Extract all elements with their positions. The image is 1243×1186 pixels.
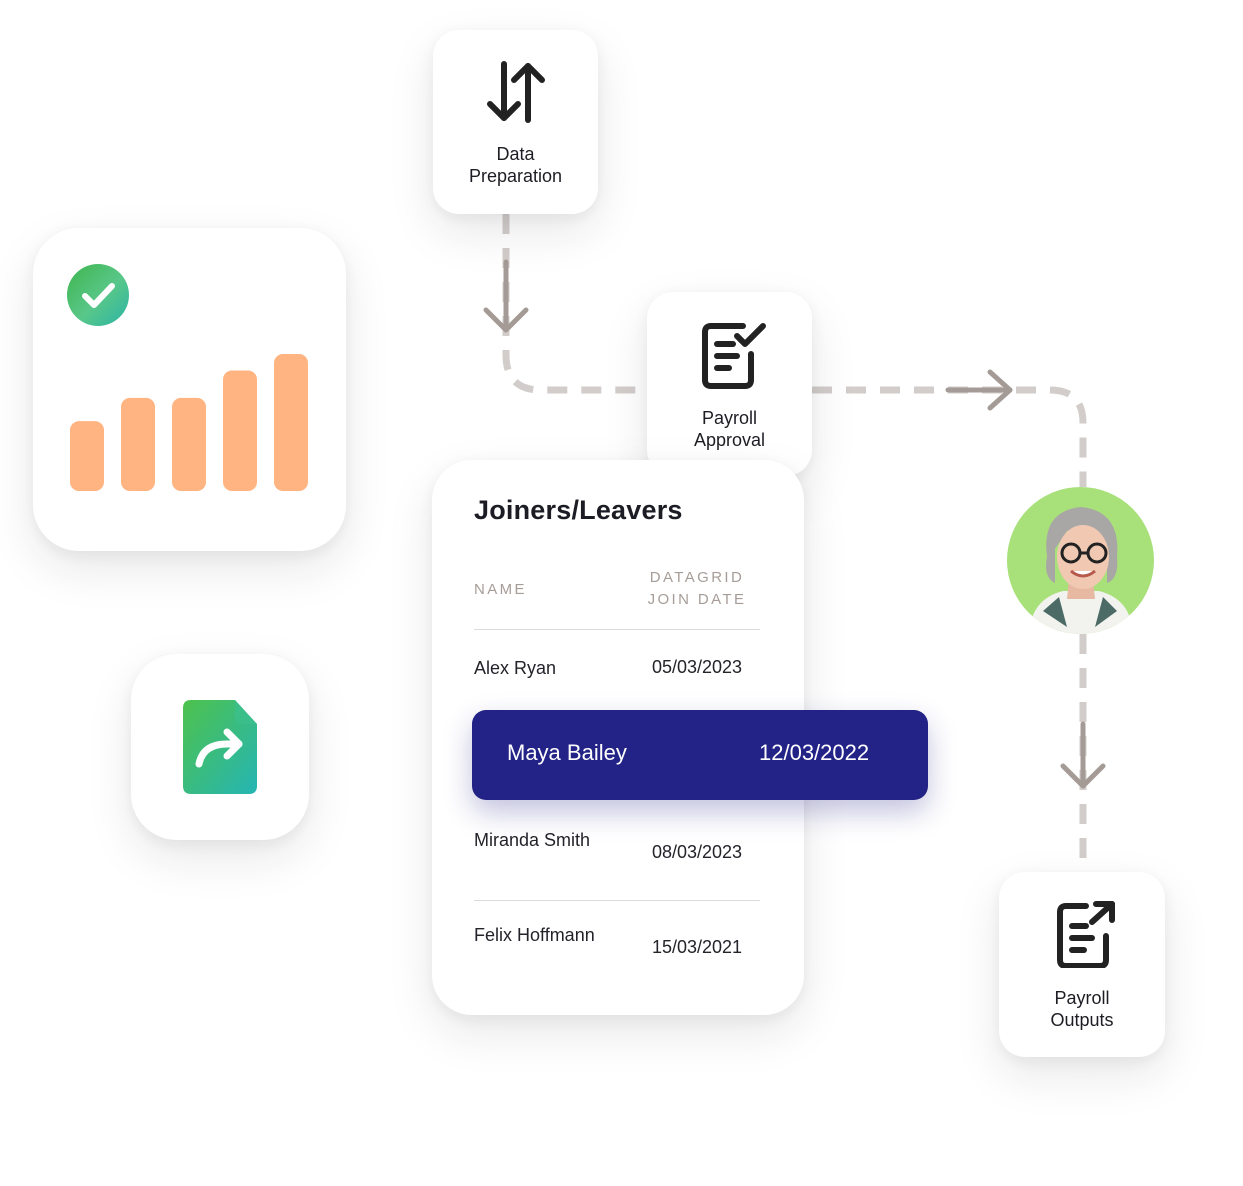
row-name[interactable]: Alex Ryan bbox=[474, 658, 557, 678]
user-avatar[interactable] bbox=[1007, 487, 1154, 634]
row-name[interactable]: Miranda Smith bbox=[474, 830, 591, 850]
row-date: 08/03/2023 bbox=[651, 842, 743, 862]
payroll-outputs-label: Payroll Outputs bbox=[1050, 988, 1114, 1030]
header-divider bbox=[474, 629, 760, 630]
check-circle-icon bbox=[67, 264, 129, 326]
arrow-right-icon bbox=[945, 369, 1013, 411]
table-title: Joiners/Leavers bbox=[474, 495, 683, 525]
connector-prep-to-approval bbox=[502, 214, 647, 394]
data-preparation-node[interactable]: Data Preparation bbox=[433, 30, 598, 214]
data-preparation-label: Data Preparation bbox=[468, 144, 563, 186]
row-divider bbox=[474, 900, 760, 901]
up-down-arrows-icon bbox=[486, 61, 545, 123]
chart-bar bbox=[274, 354, 308, 491]
selected-row-name: Maya Bailey bbox=[507, 740, 627, 765]
payroll-approval-node[interactable]: Payroll Approval bbox=[647, 292, 812, 476]
column-header-name[interactable]: NAME bbox=[474, 581, 527, 598]
chart-bar bbox=[223, 370, 257, 491]
row-date: 05/03/2023 bbox=[651, 657, 743, 677]
arrow-down-icon bbox=[483, 259, 529, 333]
connector-approval-to-avatar bbox=[812, 386, 1087, 487]
chart-bar bbox=[172, 397, 206, 491]
file-share-icon bbox=[183, 700, 257, 794]
person-portrait-icon bbox=[1029, 507, 1133, 634]
file-share-card[interactable] bbox=[131, 654, 309, 840]
chart-bar bbox=[121, 397, 155, 491]
row-date: 15/03/2021 bbox=[651, 937, 743, 957]
document-check-icon bbox=[702, 323, 766, 389]
chart-bar bbox=[70, 421, 104, 491]
column-header-join-date[interactable]: DATAGRID JOIN DATE bbox=[647, 569, 747, 608]
document-export-icon bbox=[1057, 901, 1115, 968]
arrow-down-icon bbox=[1060, 721, 1106, 789]
selected-row-date: 12/03/2022 bbox=[759, 740, 870, 765]
mini-bar-chart bbox=[70, 354, 308, 491]
payroll-outputs-node[interactable]: Payroll Outputs bbox=[999, 872, 1165, 1057]
selected-table-row[interactable]: Maya Bailey 12/03/2022 bbox=[472, 710, 928, 800]
chart-card bbox=[33, 228, 346, 551]
row-name[interactable]: Felix Hoffmann bbox=[474, 925, 595, 945]
payroll-approval-label: Payroll Approval bbox=[693, 408, 766, 450]
